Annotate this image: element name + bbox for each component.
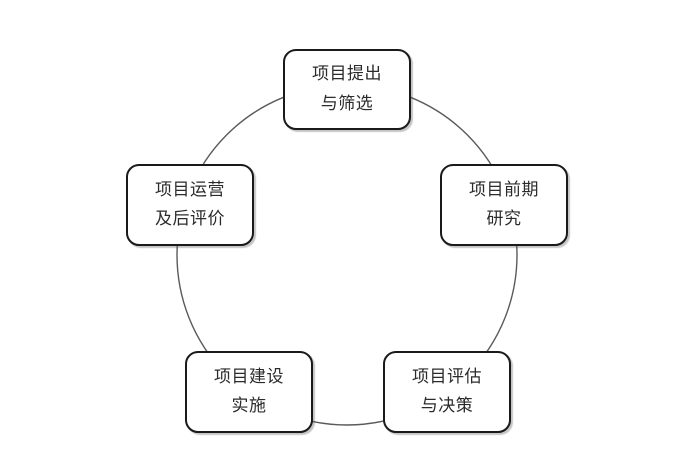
cycle-node-label-line1: 项目运营: [155, 179, 225, 200]
cycle-node-label-line2: 与决策: [420, 396, 474, 416]
cycle-node-project-preliminary-research[interactable]: 项目前期 研究: [440, 164, 568, 246]
cycle-node-project-construction-implementation[interactable]: 项目建设 实施: [185, 351, 313, 433]
cycle-node-label-line2: 与筛选: [320, 93, 374, 114]
cycle-node-label-line1: 项目评估: [412, 366, 482, 387]
cycle-node-project-operation-post-evaluation[interactable]: 项目运营 及后评价: [126, 164, 254, 246]
cycle-node-label-line1: 项目提出: [312, 64, 382, 85]
cycle-node-label-line1: 项目建设: [214, 366, 284, 387]
cycle-node-label-line2: 研究: [486, 209, 522, 229]
cycle-node-label-line2: 及后评价: [155, 209, 225, 229]
cycle-node-label-line2: 实施: [231, 396, 267, 416]
cycle-node-label-line1: 项目前期: [469, 179, 539, 200]
cycle-node-project-proposal-screening[interactable]: 项目提出 与筛选: [283, 49, 411, 130]
cycle-node-project-appraisal-decision[interactable]: 项目评估 与决策: [383, 351, 511, 433]
